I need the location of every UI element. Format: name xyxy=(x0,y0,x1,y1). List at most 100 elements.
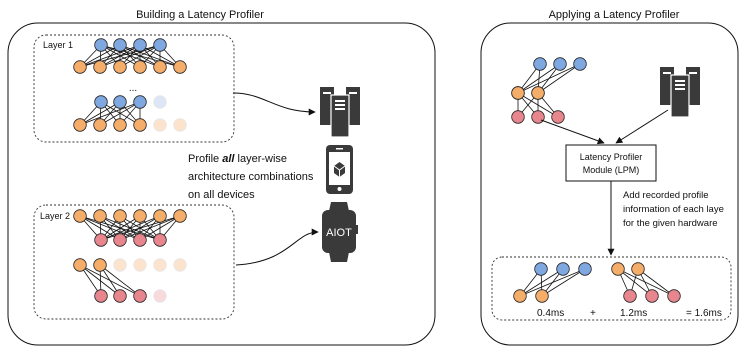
node xyxy=(94,289,108,303)
layer1-box xyxy=(33,34,235,143)
profile-line2: architecture combinations xyxy=(188,171,314,183)
node xyxy=(511,86,525,100)
edge xyxy=(79,264,121,297)
server-icon-right xyxy=(660,67,700,118)
latency-a: 0.4ms xyxy=(537,308,564,319)
node xyxy=(113,60,127,74)
node xyxy=(133,209,147,223)
node xyxy=(113,118,127,132)
node xyxy=(153,60,167,74)
node xyxy=(113,38,127,52)
node xyxy=(94,233,108,247)
node xyxy=(611,262,625,276)
server-icon xyxy=(320,87,360,138)
node xyxy=(153,95,167,109)
lpm-box xyxy=(565,144,657,182)
edge xyxy=(100,215,181,241)
edge xyxy=(100,215,161,241)
profile-rest: layer-wise xyxy=(234,153,287,165)
edge xyxy=(79,44,121,68)
node xyxy=(645,289,659,303)
lpm-label-1: Latency Profiler xyxy=(580,152,643,162)
edge xyxy=(617,268,653,297)
edge xyxy=(541,268,586,297)
node xyxy=(531,110,545,124)
node xyxy=(173,258,187,272)
node xyxy=(73,60,87,74)
node xyxy=(133,95,147,109)
node xyxy=(173,60,187,74)
results-networks xyxy=(513,262,681,303)
node xyxy=(173,118,187,132)
node xyxy=(133,233,147,247)
edge xyxy=(119,215,181,241)
arrow-to-server xyxy=(232,92,316,116)
layer2-label: Layer 2 xyxy=(40,211,70,221)
node xyxy=(133,118,147,132)
node xyxy=(556,262,570,276)
left-panel-frame xyxy=(7,22,436,346)
node xyxy=(73,258,87,272)
node xyxy=(551,110,565,124)
node xyxy=(93,209,107,223)
annotation-line2: information of each laye xyxy=(623,204,724,215)
node xyxy=(133,38,147,52)
edge xyxy=(139,215,181,241)
edge xyxy=(519,268,564,297)
annotation-line1: Add recorded profile xyxy=(623,190,709,201)
node xyxy=(93,60,107,74)
plus-sign: + xyxy=(590,308,596,319)
edge xyxy=(79,44,161,68)
node xyxy=(113,233,127,247)
node xyxy=(93,258,107,272)
edge xyxy=(79,101,121,126)
layer1-network-a xyxy=(73,38,187,74)
node xyxy=(631,262,645,276)
node xyxy=(153,289,167,303)
right-network xyxy=(511,57,587,124)
node xyxy=(535,289,549,303)
node xyxy=(533,57,547,71)
node xyxy=(93,118,107,132)
node xyxy=(153,233,167,247)
edge xyxy=(519,268,586,297)
node xyxy=(667,289,681,303)
node xyxy=(531,86,545,100)
layer1-network-b xyxy=(73,95,187,132)
right-panel-title: Applying a Latency Profiler xyxy=(549,9,680,21)
layer2-network-b xyxy=(73,258,187,303)
profile-line3: on all devices xyxy=(188,189,255,201)
edge xyxy=(119,44,161,68)
left-panel-title: Building a Latency Profiler xyxy=(136,9,264,21)
node xyxy=(573,57,587,71)
node xyxy=(534,262,548,276)
device-label: AIOT xyxy=(326,227,352,239)
node xyxy=(133,258,147,272)
node xyxy=(94,38,108,52)
node xyxy=(153,258,167,272)
arrow-server-to-lpm xyxy=(615,109,669,144)
node xyxy=(173,209,187,223)
edge xyxy=(79,44,141,68)
edge xyxy=(637,268,675,297)
annotation-line3: for the given hardware xyxy=(623,218,718,229)
node xyxy=(623,289,637,303)
edge xyxy=(517,63,561,94)
node xyxy=(153,38,167,52)
latency-b: 1.2ms xyxy=(620,308,647,319)
node xyxy=(133,60,147,74)
edge xyxy=(100,215,141,241)
profile-all: all xyxy=(222,153,235,165)
smartwatch-icon: AIOT xyxy=(322,202,358,262)
node xyxy=(113,95,127,109)
edge xyxy=(99,44,161,68)
profile-word: Profile xyxy=(188,153,222,165)
edge xyxy=(99,264,141,297)
node xyxy=(553,57,567,71)
results-box xyxy=(491,256,732,321)
node xyxy=(511,110,525,124)
node xyxy=(578,262,592,276)
node xyxy=(153,118,167,132)
latency-total: = 1.6ms xyxy=(686,308,722,319)
